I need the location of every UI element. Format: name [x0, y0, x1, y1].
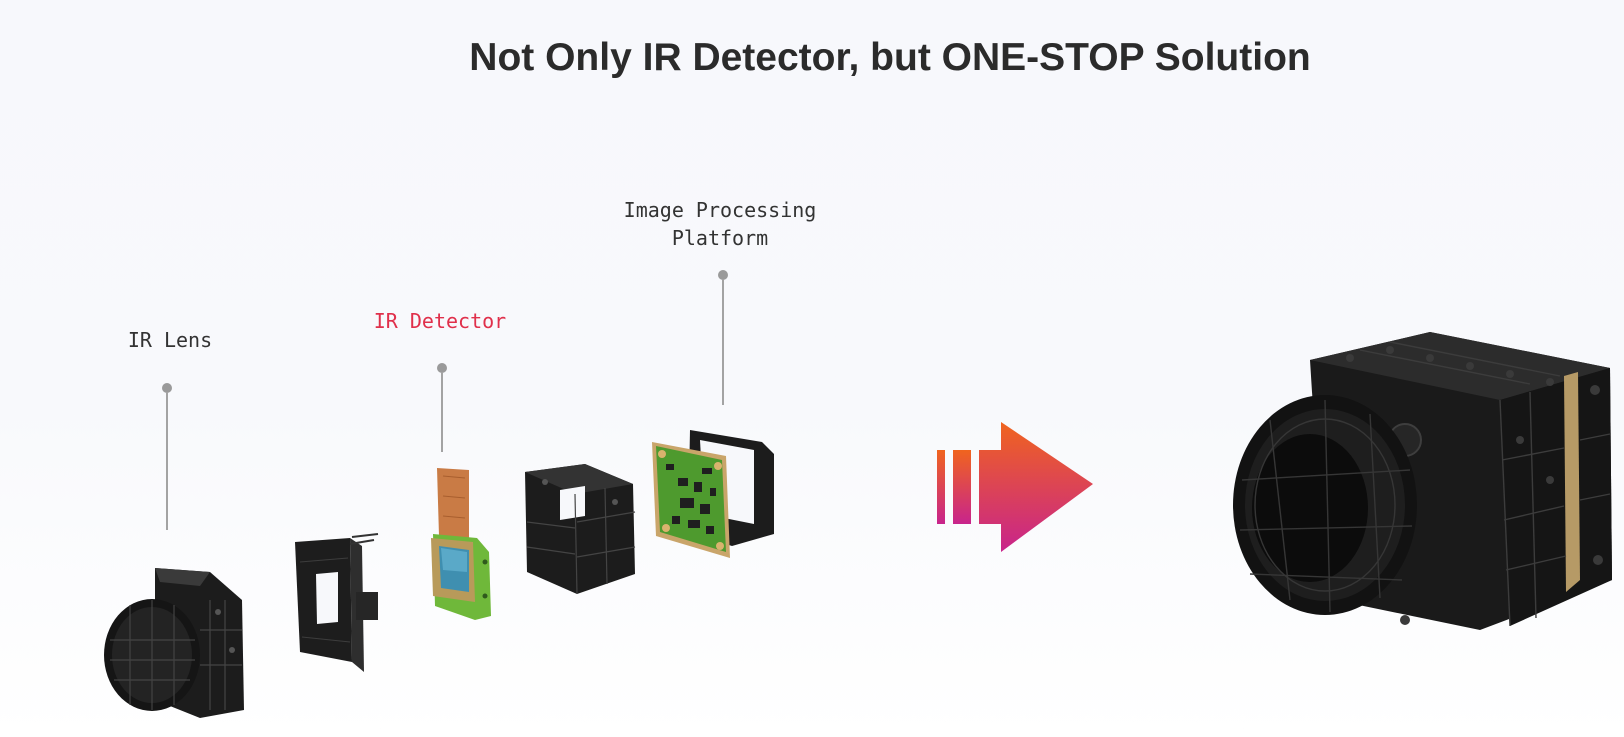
ir-detector-leader-line: [441, 372, 443, 452]
shutter-frame-part: [295, 533, 379, 672]
ir-lens-label: IR Lens: [127, 328, 213, 352]
ir-lens-leader-dot: [162, 383, 172, 393]
assembled-camera-core: [1233, 332, 1612, 630]
image-processing-leader-line: [722, 279, 724, 405]
ir-detector-label: IR Detector: [373, 309, 507, 333]
assembly-arrow-icon: [937, 422, 1093, 552]
housing-frame-part: [525, 464, 636, 595]
ir-detector-chip: [431, 468, 491, 620]
image-processing-label: Image Processing Platform: [623, 198, 817, 250]
ir-detector-leader-dot: [437, 363, 447, 373]
image-processing-leader-dot: [718, 270, 728, 280]
page-title: Not Only IR Detector, but ONE-STOP Solut…: [469, 36, 1311, 79]
ir-lens-leader-line: [166, 392, 168, 530]
processing-board-part: [652, 430, 774, 558]
ir-lens-part: [104, 568, 244, 718]
